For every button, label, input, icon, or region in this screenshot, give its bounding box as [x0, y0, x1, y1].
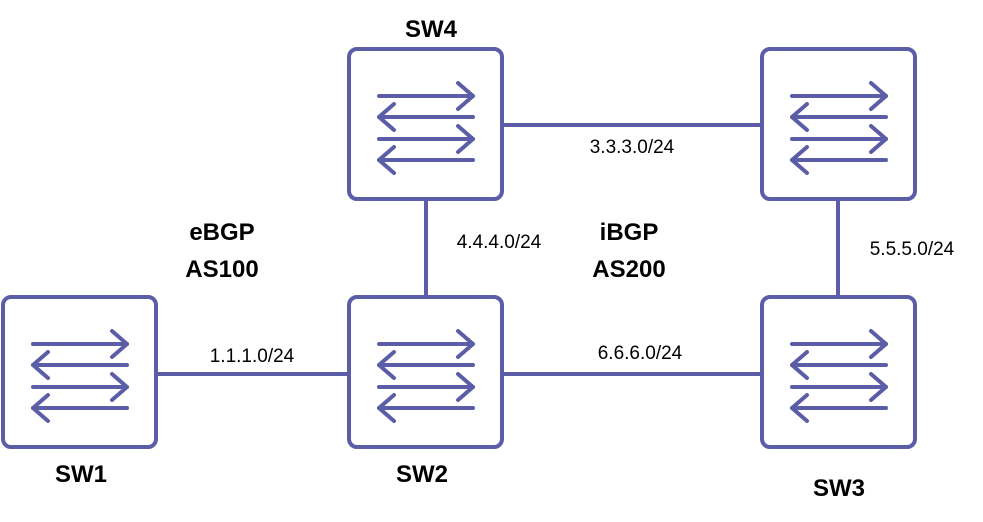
switch-sw4-icon[interactable] — [347, 47, 504, 201]
sw4-label: SW4 — [405, 16, 458, 43]
network-label-sw4-sw2: 4.4.4.0/24 — [457, 232, 542, 253]
network-label-sw4-sw5: 3.3.3.0/24 — [590, 137, 675, 158]
switch-sw1-icon[interactable] — [1, 295, 158, 449]
ebgp-as-label: AS100 — [185, 256, 258, 283]
switch-sw3-icon[interactable] — [760, 295, 917, 449]
switch-sw2-icon[interactable] — [347, 295, 504, 449]
sw2-label: SW2 — [396, 461, 448, 488]
network-label-sw1-sw2: 1.1.1.0/24 — [210, 346, 295, 367]
links — [157, 123, 840, 376]
ibgp-protocol-label: iBGP — [600, 219, 659, 246]
network-label-sw2-sw3: 6.6.6.0/24 — [598, 343, 683, 364]
switch-sw5-icon[interactable] — [760, 47, 917, 201]
ibgp-as-label: AS200 — [592, 256, 665, 283]
sw3-label: SW3 — [813, 475, 865, 502]
ebgp-protocol-label: eBGP — [189, 219, 254, 246]
network-label-sw5-sw3: 5.5.5.0/24 — [870, 239, 955, 260]
sw1-label: SW1 — [55, 461, 107, 488]
